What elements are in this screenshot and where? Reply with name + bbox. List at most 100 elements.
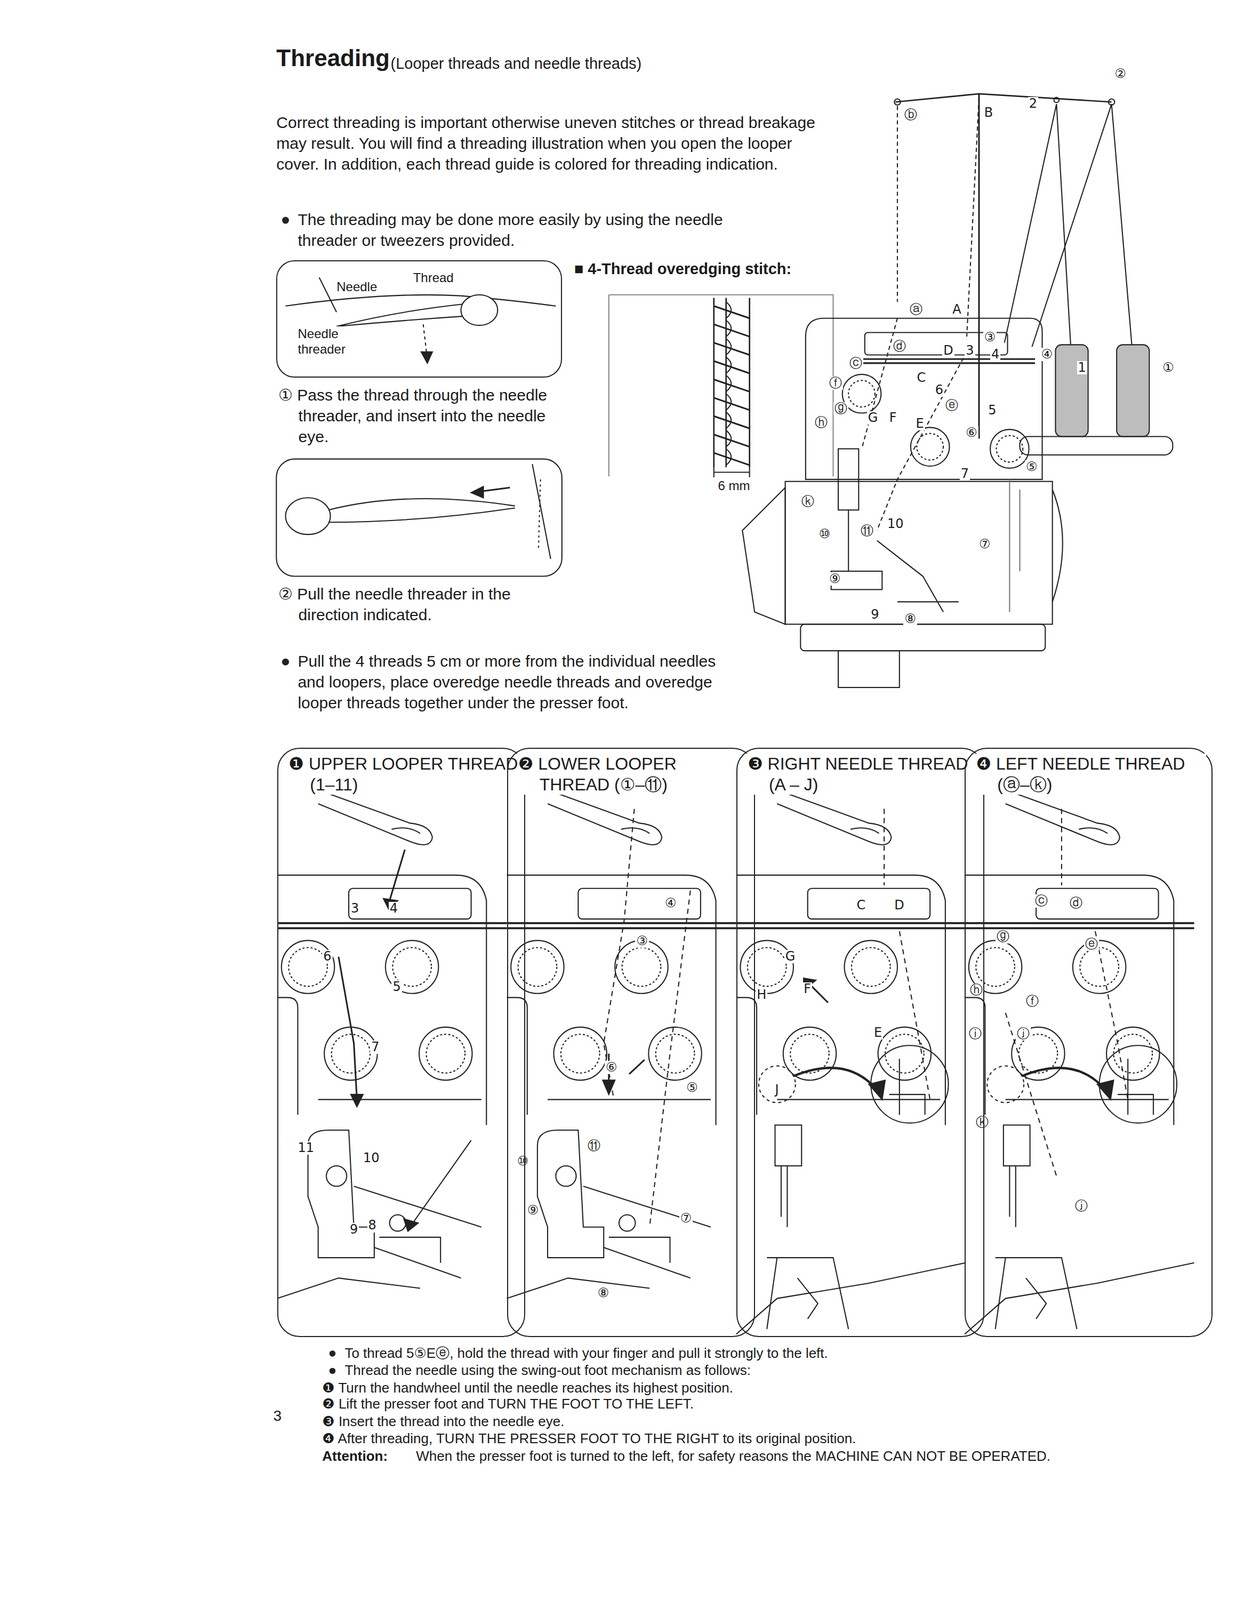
callout-number: ⓗ [968, 983, 984, 997]
callout-number: ⑪ [586, 1138, 602, 1153]
callout-number: ⓗ [813, 415, 829, 430]
line-art-path [350, 1094, 364, 1107]
callout-number: ⓓ [1068, 896, 1084, 910]
page-number: 3 [273, 1406, 283, 1426]
callout-number: 8 [367, 1218, 378, 1232]
line-art-rect [800, 623, 1046, 651]
line-art-circle [894, 99, 901, 106]
callout-number: D [893, 898, 905, 912]
callout-number: 2 [1028, 97, 1039, 111]
page-title: Threading [276, 42, 390, 74]
line-art-circle [329, 1350, 336, 1356]
callout-number: ⓑ [903, 108, 919, 122]
subtitle: (Looper threads and needle threads) [390, 53, 642, 75]
step-text: ❶ Turn the handwheel until the needle re… [322, 1378, 734, 1398]
callout-number: B [983, 106, 994, 120]
threader-figure-1 [285, 277, 557, 364]
callout-number: ⑧ [903, 612, 918, 626]
callout-number: ⓚ [800, 494, 816, 509]
line-art-path [713, 467, 750, 478]
threader-box: NeedleThreadNeedle threader [276, 260, 563, 378]
step-panel: ❶ UPPER LOOPER THREAD (1–11) [277, 747, 526, 1337]
line-art-path [328, 498, 516, 523]
line-art-path [877, 540, 959, 613]
callout-number: ① [1161, 360, 1176, 375]
callout-number: ⓙ [1015, 1026, 1031, 1041]
thread-path-4 [1005, 808, 1129, 1177]
step-text: ❹ After threading, TURN THE PRESSER FOOT… [322, 1429, 856, 1448]
callout-number: ④ [1040, 347, 1055, 361]
bullet-text: Pull the 4 threads 5 cm or more from the… [297, 650, 732, 713]
line-art-circle [282, 217, 290, 224]
line-art-path [1009, 479, 1020, 613]
line-art-use [277, 1129, 482, 1299]
line-art-circle [910, 427, 950, 467]
panel-heading: ❶ UPPER LOOPER THREAD (1–11) [288, 753, 519, 795]
thread-path-2 [602, 808, 690, 1227]
line-art-path [336, 303, 464, 327]
callout-number: 10 [362, 1151, 381, 1165]
panel-heading: ❸ RIGHT NEEDLE THREAD (A – J) [747, 753, 978, 795]
body-text: Correct threading is important otherwise… [276, 111, 836, 175]
callout-number: 6 [322, 949, 333, 963]
step-text: ❸ Insert the thread into the needle eye. [322, 1412, 565, 1431]
line-art-path [805, 318, 1043, 480]
callout-number: ⓘ [967, 1026, 983, 1041]
callout-number: 4 [990, 347, 1001, 361]
line-art-path [603, 808, 634, 1100]
attention-label: Attention: [322, 1447, 388, 1466]
callout-number: ⑩ [516, 1154, 531, 1168]
panel-heading: ❷ LOWER LOOPER THREAD (①–⑪) [518, 753, 749, 795]
line-art-path [285, 294, 557, 307]
line-art-circle [848, 380, 876, 407]
line-art-circle [916, 433, 944, 461]
callout-number: 5 [391, 980, 402, 994]
callout-number: ⓚ [974, 1115, 990, 1129]
callout-number: D [942, 343, 954, 358]
step-panel: ❹ LEFT NEEDLE THREAD (ⓐ–ⓚ) [964, 747, 1213, 1337]
line-art-path [884, 808, 930, 1100]
line-art-rect [1055, 344, 1088, 437]
note-text: To thread 5⑤Eⓔ, hold the thread with you… [344, 1344, 828, 1363]
line-art-path [726, 301, 732, 465]
line-art-circle [996, 435, 1024, 463]
line-art-use [736, 1045, 966, 1334]
line-art-path [895, 93, 1112, 102]
line-art-path [713, 306, 750, 465]
line-art-use [277, 793, 507, 1126]
line-art-circle [329, 1367, 336, 1374]
line-art-ellipse [460, 294, 498, 326]
step-text: ❷ Lift the presser foot and TURN THE FOO… [322, 1394, 694, 1414]
line-art-path [319, 277, 337, 312]
callout-number: 5 [986, 403, 998, 417]
callout-number: ⓙ [1073, 1199, 1089, 1213]
line-art-path [338, 956, 357, 1100]
callout-number: ⓖ [995, 929, 1011, 944]
line-art-path [861, 98, 979, 531]
line-art-path [1052, 489, 1063, 602]
callout-number: 9 [348, 1222, 359, 1236]
line-art [276, 93, 1194, 1374]
callout-number: E [872, 1025, 884, 1040]
callout-number: C [855, 898, 868, 912]
line-art-path [629, 1059, 645, 1074]
line-art-path [532, 463, 551, 559]
thread-path-3 [803, 808, 930, 1100]
part-label: Thread [413, 270, 454, 286]
callout-number: ③ [983, 330, 998, 344]
line-art-use [507, 793, 737, 1126]
line-art-path [713, 297, 750, 467]
line-art-path [649, 890, 691, 1227]
step-caption: ② Pull the needle threader in the direct… [278, 583, 566, 625]
callout-number: ⓒ [1033, 894, 1049, 908]
line-art-path [389, 849, 406, 901]
callout-number: ⓖ [833, 402, 849, 416]
step-caption: ① Pass the thread through the needle thr… [278, 384, 566, 447]
line-art-ellipse [285, 497, 331, 535]
callout-number: ⓔ [1084, 937, 1099, 951]
callout-number: F [888, 411, 898, 425]
stitch-sample [608, 294, 834, 478]
line-art-path [410, 1140, 472, 1227]
line-art-rect [1116, 344, 1150, 437]
line-art-path [851, 358, 1035, 364]
